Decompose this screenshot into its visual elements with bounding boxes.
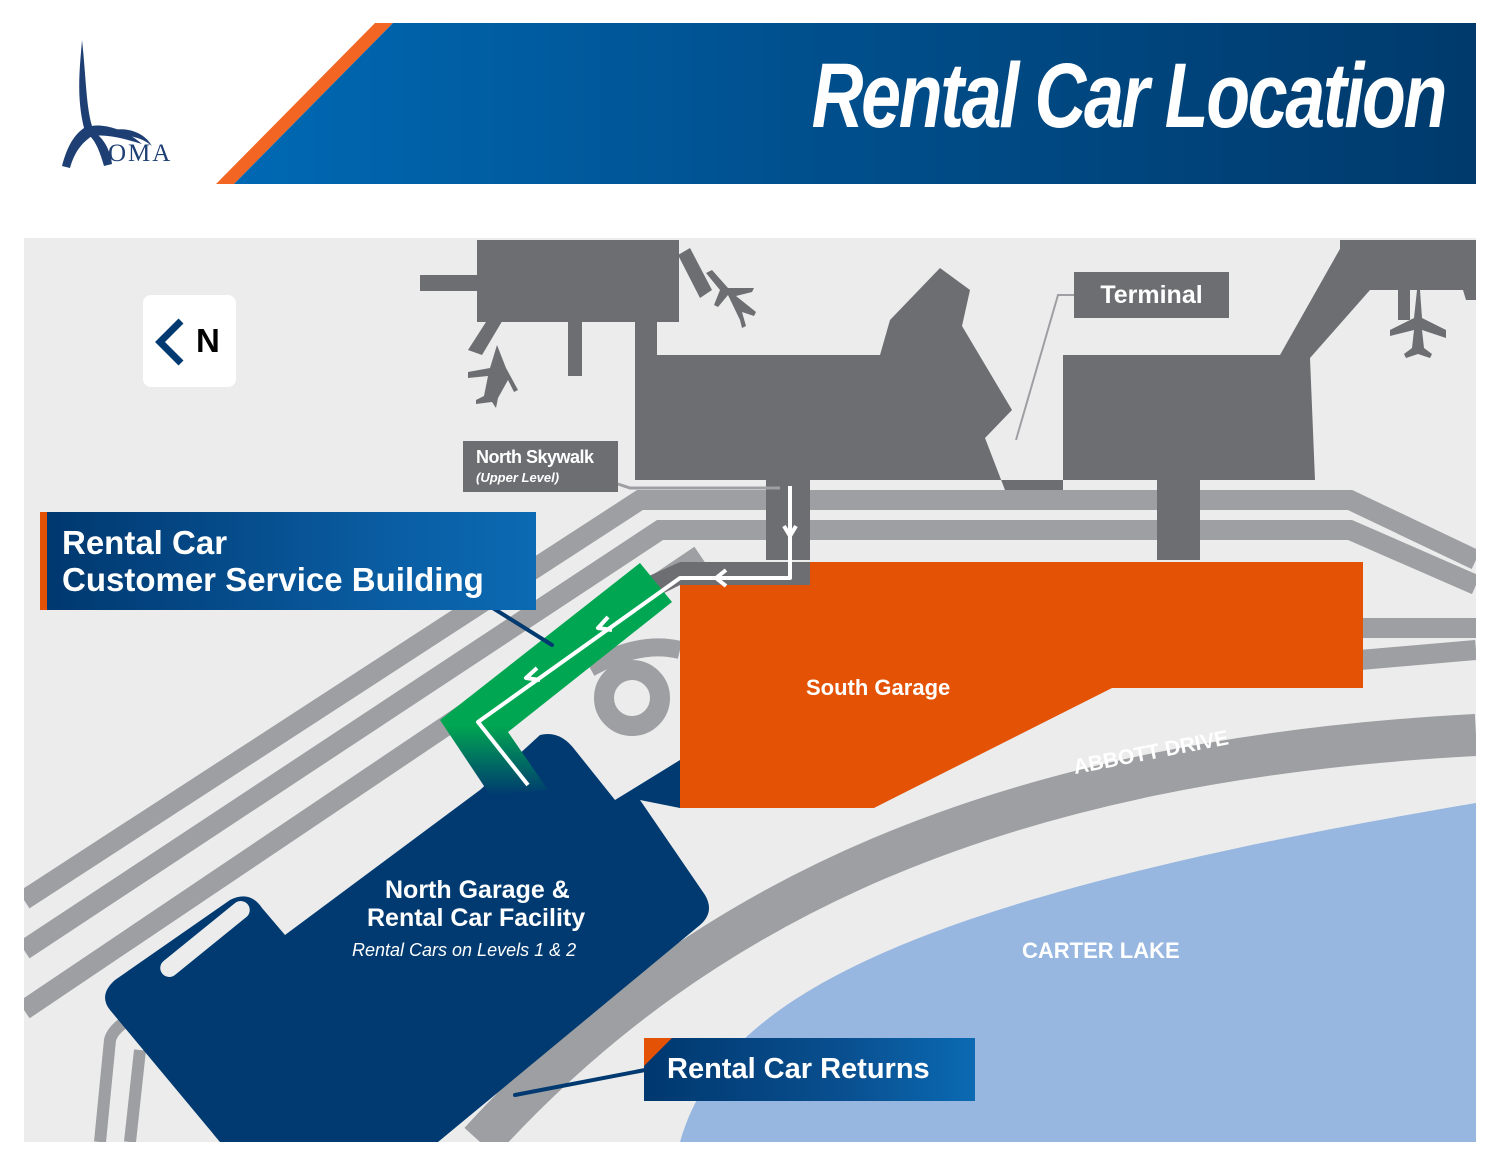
roundabout	[594, 660, 670, 736]
road-right2	[1359, 640, 1476, 670]
airplane-icon	[468, 345, 518, 408]
rental-car-returns-label: Rental Car Returns	[667, 1053, 930, 1085]
airplane-icon	[1390, 290, 1446, 358]
csb-label-line2: Customer Service Building	[62, 561, 484, 598]
rental-car-csb	[440, 563, 672, 795]
north-skywalk-sublabel: (Upper Level)	[476, 470, 560, 485]
logo-text: OMA	[108, 140, 173, 167]
road-upper	[24, 490, 1476, 909]
csb-label-box	[40, 512, 536, 610]
rental-car-returns-label-box	[644, 1038, 975, 1101]
abbott-drive	[464, 714, 1476, 1142]
airplane-icon	[706, 270, 756, 328]
walking-path-arrow-icon	[476, 486, 798, 787]
chevron-left-icon	[155, 318, 184, 366]
north-garage-label-line2: Rental Car Facility	[367, 904, 586, 932]
north-label: N	[196, 322, 220, 359]
page-title: Rental Car Location	[811, 45, 1448, 147]
returns-accent-corner	[644, 1038, 672, 1066]
road-lower2	[124, 1049, 146, 1142]
oma-logo-icon	[62, 40, 152, 168]
road-upper2	[24, 520, 1476, 959]
north-garage	[105, 734, 709, 1142]
csb-label-line1: Rental Car	[62, 524, 228, 561]
south-garage-label: South Garage	[806, 675, 951, 700]
compass	[143, 295, 236, 387]
south-garage	[680, 562, 1363, 808]
north-skywalk-label: North Skywalk	[476, 447, 594, 467]
terminal-building	[420, 240, 1476, 560]
airport-map	[24, 238, 1476, 1142]
north-garage-label-line1: North Garage &	[385, 876, 570, 904]
carter-lake-label: CARTER LAKE	[1022, 938, 1180, 963]
north-garage-sublabel: Rental Cars on Levels 1 & 2	[352, 940, 577, 960]
north-skywalk-label-box	[463, 441, 618, 492]
terminal-label: Terminal	[1074, 272, 1229, 318]
north-garage-slot	[160, 901, 250, 977]
